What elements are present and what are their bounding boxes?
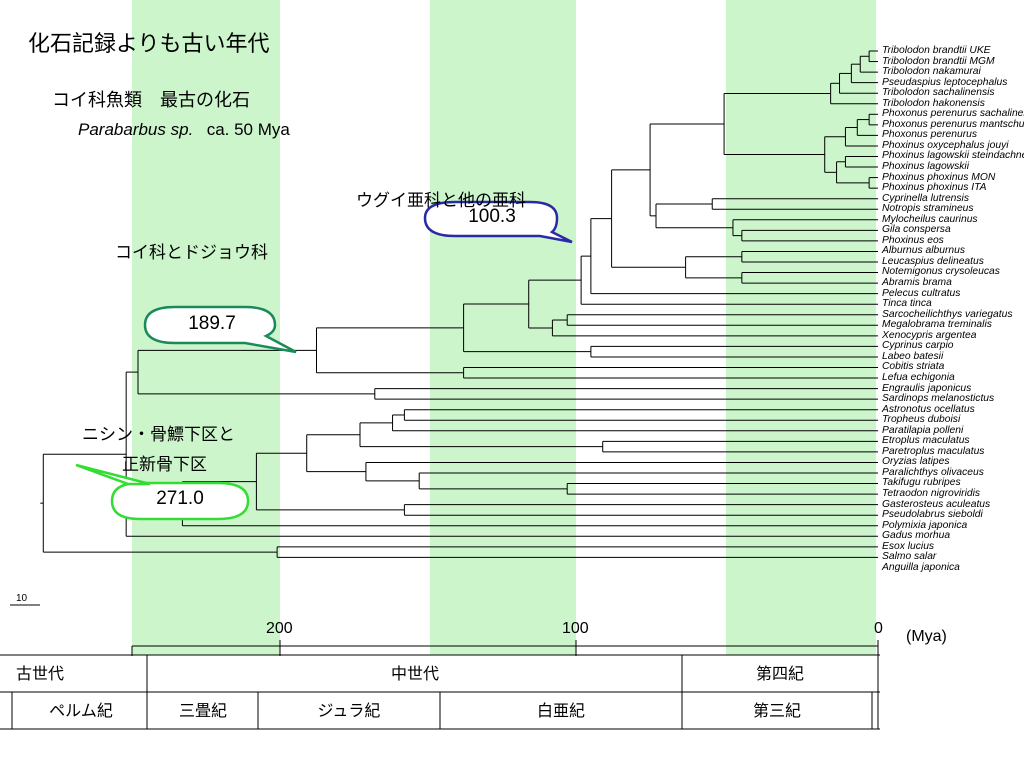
fossil-species: Parabarbus sp. <box>78 120 194 139</box>
taxon-label: Tribolodon brandtii UKE <box>882 45 991 56</box>
taxon-label: Tropheus duboisi <box>882 414 961 426</box>
taxon-label: Gila conspersa <box>882 224 951 236</box>
taxon-label: Astronotus ocellatus <box>882 403 975 415</box>
taxon-label: Tinca tinca <box>882 298 932 310</box>
scale-bar-label: 10 <box>16 593 28 604</box>
fossil-age: ca. 50 Mya <box>206 120 290 139</box>
taxon-label: Etroplus maculatus <box>882 435 970 447</box>
cypriniform-value: 189.7 <box>188 313 236 334</box>
taxon-label: Gasterosteus aculeatus <box>882 498 991 510</box>
period-permian: ペルム紀 <box>49 701 113 720</box>
taxon-label: Polymixia japonica <box>882 519 968 531</box>
fossil-line: Parabarbus sp. ca. 50 Mya <box>78 120 290 140</box>
taxon-label: Phoxinus phoxinus ITA <box>882 182 987 194</box>
taxon-label: Oryzias latipes <box>882 456 950 468</box>
taxon-label: Megalobrama treminalis <box>882 319 992 331</box>
taxon-label: Tetraodon nigroviridis <box>882 487 981 499</box>
teleost-bubble-pointer <box>75 463 151 486</box>
taxon-label: Cobitis striata <box>882 361 945 373</box>
taxon-label: Lefua echigonia <box>882 371 955 383</box>
taxon-label: Pelecus cultratus <box>882 287 961 299</box>
subfamily-value: 100.3 <box>468 206 516 227</box>
axis-tick-100: 100 <box>562 620 589 637</box>
taxon-label: Phoxinus oxycephalus jouyi <box>882 139 1009 151</box>
subfamily-label: ウグイ亜科と他の亜科 <box>356 191 526 211</box>
taxon-label: Paretroplus maculatus <box>882 445 985 457</box>
taxon-label: Tribolodon nakamurai <box>882 66 981 78</box>
era-quaternary: 第四紀 <box>755 664 804 683</box>
fossil-heading: コイ科魚類 最古の化石 <box>52 90 250 111</box>
taxon-label: Phoxonus perenurus <box>882 129 978 141</box>
axis-tick-200: 200 <box>266 620 293 637</box>
taxon-label: Phoxinus lagowskii steindachneri <box>882 150 1024 162</box>
taxon-label: Paralichthys olivaceus <box>882 466 984 478</box>
teleost-label-line1: ニシン・骨鰾下区と <box>82 425 235 445</box>
band-tertiary <box>726 0 876 655</box>
taxon-label: Phoxonus perenurus mantschuricus <box>882 118 1024 130</box>
taxon-label: Mylocheilus caurinus <box>882 213 978 225</box>
axis-unit: (Mya) <box>906 628 947 645</box>
period-triassic: 三畳紀 <box>178 701 227 720</box>
taxon-label: Takifugu rubripes <box>882 477 961 489</box>
page-title: 化石記録よりも古い年代 <box>28 32 270 57</box>
taxon-label: Leucaspius delineatus <box>882 255 984 267</box>
taxon-label: Anguilla japonica <box>882 561 960 573</box>
taxon-label: Pseudaspius leptocephalus <box>882 76 1008 88</box>
taxon-label: Notemigonus crysoleucas <box>882 266 1000 278</box>
period-tertiary: 第三紀 <box>752 701 801 720</box>
taxon-label: Cyprinella lutrensis <box>882 192 969 204</box>
cypriniform-label: コイ科とドジョウ科 <box>115 243 268 263</box>
taxon-label: Sarcocheilichthys variegatus <box>882 308 1013 320</box>
era-paleozoic: 古世代 <box>15 664 64 683</box>
taxon-label: Xenocypris argentea <box>882 329 977 341</box>
taxon-label: Engraulis japonicus <box>882 382 972 394</box>
axis-tick-0: 0 <box>874 620 883 637</box>
taxon-label: Phoxinus lagowskii <box>882 161 969 173</box>
taxon-label: Pseudolabrus sieboldi <box>882 509 983 521</box>
taxon-label: Phoxinus eos <box>882 234 944 246</box>
taxon-label: Alburnus alburnus <box>882 245 965 257</box>
taxon-label: Salmo salar <box>882 551 937 563</box>
era-mesozoic: 中世代 <box>390 664 439 683</box>
teleost-label-line2: 正新骨下区 <box>122 455 207 475</box>
taxon-label: Sardinops melanostictus <box>882 393 995 405</box>
taxon-label: Tribolodon hakonensis <box>882 97 985 109</box>
teleost-bubble <box>110 481 250 521</box>
taxon-label: Phoxonus perenurus sachalinensis <box>882 108 1024 120</box>
period-jurassic: ジュラ紀 <box>317 701 381 720</box>
taxon-label: Tribolodon sachalinensis <box>882 87 995 99</box>
taxon-label: Paratilapia polleni <box>882 424 964 436</box>
teleost-value: 271.0 <box>156 488 204 509</box>
taxon-label: Abramis brama <box>882 277 952 289</box>
taxon-label: Tribolodon brandtii MGM <box>882 55 995 67</box>
taxon-label: Cyprinus carpio <box>882 340 954 352</box>
cypriniform-bubble <box>143 305 297 354</box>
subfamily-bubble <box>423 200 573 244</box>
taxon-label: Labeo batesii <box>882 350 944 362</box>
geologic-time-table: 古世代 中世代 第四紀 ペルム紀 三畳紀 ジュラ紀 白亜紀 第三紀 <box>0 655 880 729</box>
taxon-label: Phoxinus phoxinus MON <box>882 171 996 183</box>
taxon-label: Esox lucius <box>882 540 935 552</box>
taxon-label: Gadus morhua <box>882 530 951 542</box>
taxon-label: Notropis stramineus <box>882 203 974 215</box>
period-cretaceous: 白亜紀 <box>536 701 585 720</box>
